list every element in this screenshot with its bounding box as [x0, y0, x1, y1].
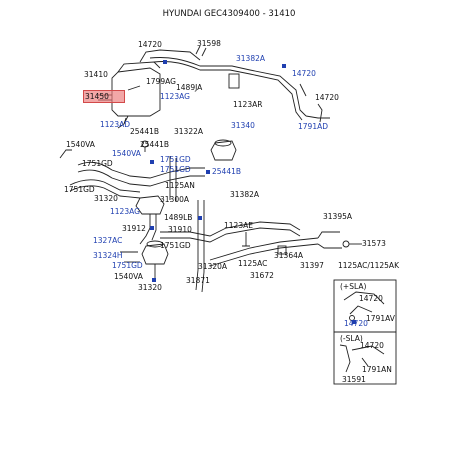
part-label[interactable]: 14720	[315, 93, 339, 102]
part-label[interactable]: 31364A	[274, 251, 303, 260]
part-label[interactable]: 31598	[197, 39, 221, 48]
part-label[interactable]: 31871	[186, 276, 210, 285]
inset-part-label[interactable]: 1791AN	[362, 365, 392, 374]
inset-part-label[interactable]: 1791AV	[366, 314, 395, 323]
part-label[interactable]: 1791AD	[298, 122, 328, 131]
diagram-lines	[59, 45, 362, 293]
part-label[interactable]: 1751GD	[64, 185, 95, 194]
part-label[interactable]: 31573	[362, 239, 386, 248]
part-label[interactable]: 1751GD	[82, 159, 113, 168]
part-label[interactable]: 31300A	[160, 195, 189, 204]
part-label[interactable]: 1540VA	[114, 272, 143, 281]
inset-1-title: (+SLA)	[340, 282, 367, 291]
part-label[interactable]: 1751GD	[160, 241, 191, 250]
part-label[interactable]: 31672	[250, 271, 274, 280]
part-label[interactable]: 1125AC/1125AK	[338, 261, 399, 270]
part-label[interactable]: 1123AE	[224, 221, 253, 230]
inset-boxes	[333, 279, 397, 385]
part-label[interactable]: 31910	[168, 225, 192, 234]
part-label[interactable]: 1125AC	[238, 259, 268, 268]
part-label[interactable]: 31340	[231, 121, 255, 130]
pump-part	[210, 140, 237, 161]
part-label[interactable]: 1489LB	[164, 213, 193, 222]
part-label[interactable]: 31397	[300, 261, 324, 270]
part-label[interactable]: 31382A	[230, 190, 259, 199]
part-label[interactable]: 31320A	[198, 262, 227, 271]
part-label[interactable]: 1540VA	[112, 149, 141, 158]
part-label[interactable]: 1327AC	[93, 236, 123, 245]
part-label[interactable]: 31322A	[174, 127, 203, 136]
part-label[interactable]: 1540VA	[66, 140, 95, 149]
part-label[interactable]: 1751GD	[160, 165, 191, 174]
part-label[interactable]: 1751GD	[112, 261, 143, 270]
part-label[interactable]: 31382A	[236, 54, 265, 63]
part-label[interactable]: 25441B	[140, 140, 170, 149]
part-label[interactable]: 1123AR	[233, 100, 263, 109]
inset-part-label[interactable]: 31591	[342, 375, 366, 384]
part-label[interactable]: 31324H	[93, 251, 123, 260]
part-label[interactable]: 31320	[138, 283, 162, 292]
valve-body	[135, 195, 165, 215]
part-label[interactable]: 1123AG	[110, 207, 140, 216]
highlighted-part-31450[interactable]	[83, 90, 125, 103]
inset-2-title: (-SLA)	[340, 334, 363, 343]
canister-body	[111, 67, 161, 117]
part-label[interactable]: 1123AG	[160, 92, 190, 101]
part-label[interactable]: 25441B	[212, 167, 242, 176]
part-label[interactable]: 1799AG	[146, 77, 176, 86]
part-label[interactable]: 31912	[122, 224, 146, 233]
diagram-title: HYUNDAI GEC4309400 - 31410	[162, 9, 296, 19]
inset-2-frame	[333, 331, 397, 385]
part-label[interactable]: 1123AD	[100, 120, 130, 129]
part-label[interactable]: 1125AN	[165, 181, 195, 190]
part-label[interactable]: 25441B	[130, 127, 160, 136]
inset-part-label[interactable]: 14720	[344, 319, 368, 328]
part-label[interactable]: 31410	[84, 70, 108, 79]
part-label[interactable]: 14720	[138, 40, 162, 49]
part-label[interactable]: 1751GD	[160, 155, 191, 164]
blue-markers	[150, 60, 356, 324]
inset-part-label[interactable]: 14720	[360, 341, 384, 350]
part-label[interactable]: 1489JA	[176, 83, 203, 92]
part-label[interactable]: 31395A	[323, 212, 352, 221]
part-label[interactable]: 14720	[292, 69, 316, 78]
part-label[interactable]: 31320	[94, 194, 118, 203]
part-label-highlighted[interactable]: 31450	[85, 92, 109, 101]
inset-part-label[interactable]: 14720	[359, 294, 383, 303]
